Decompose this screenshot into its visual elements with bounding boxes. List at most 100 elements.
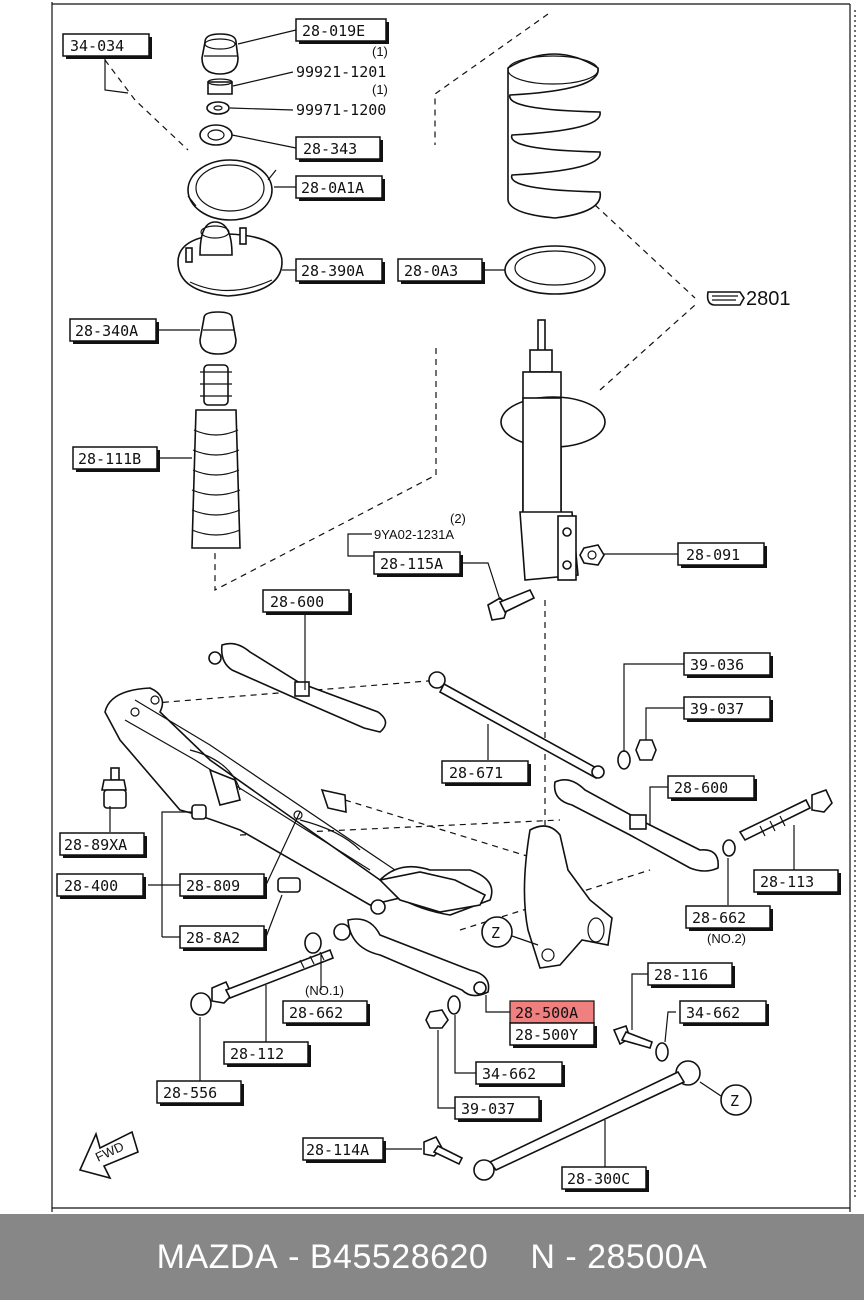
nut-39-037-lower [425, 1009, 449, 1029]
svg-text:28-671: 28-671 [449, 764, 503, 782]
cap-28-556 [190, 992, 212, 1016]
washer-28-662-no1 [304, 932, 322, 954]
label-9YA02-1231A: (2) 9YA02-1231A [374, 511, 466, 542]
label-99921-1201: (1) 99921-1201 [296, 44, 388, 81]
lower-arm-28-500A [333, 918, 490, 997]
footer-bar: MAZDA - B45528620 N - 28500A [0, 1214, 864, 1300]
label-28-400: 28-400 [56, 873, 146, 899]
svg-text:(1): (1) [372, 44, 388, 59]
crossmember [104, 687, 493, 916]
label-34-034: 34-034 [62, 33, 152, 59]
svg-text:34-662: 34-662 [686, 1004, 740, 1022]
svg-text:28-600: 28-600 [674, 779, 728, 797]
svg-text:28-556: 28-556 [163, 1084, 217, 1102]
lateral-link-28-600-lower [553, 779, 719, 872]
washer-34-662-lower [447, 995, 461, 1015]
svg-text:28-091: 28-091 [686, 546, 740, 564]
exploded-parts-diagram: Z Z FWD 34-034 28-019E [51, 2, 856, 1212]
svg-text:28-500A: 28-500A [515, 1004, 578, 1022]
bushing-28-89XA [101, 767, 127, 809]
svg-text:28-340A: 28-340A [75, 322, 138, 340]
svg-text:28-115A: 28-115A [380, 555, 443, 573]
label-28-662-no1: (NO.1) 28-662 [282, 983, 370, 1026]
washer-28-662-no2 [722, 839, 736, 857]
label-28-8A2: 28-8A2 [179, 925, 267, 951]
strut-shock-absorber [500, 319, 606, 581]
svg-text:28-300C: 28-300C [567, 1170, 630, 1188]
svg-text:Z: Z [730, 1092, 739, 1110]
label-28-019E: 28-019E [295, 18, 389, 44]
svg-text:9YA02-1231A: 9YA02-1231A [374, 527, 454, 542]
svg-text:28-111B: 28-111B [78, 450, 141, 468]
lateral-link-28-600-upper [208, 642, 387, 733]
washer-39-036 [617, 750, 631, 770]
label-28-556: 28-556 [156, 1080, 244, 1106]
label-28-116: 28-116 [647, 962, 735, 988]
label-28-809: 28-809 [179, 873, 267, 899]
svg-text:28-8A2: 28-8A2 [186, 929, 240, 947]
label-28-500A-highlighted: 28-500A [509, 1000, 595, 1024]
svg-text:28-114A: 28-114A [306, 1141, 369, 1159]
label-28-343: 28-343 [295, 136, 383, 162]
bolt-28-112 [211, 948, 335, 1004]
svg-text:Z: Z [491, 924, 500, 942]
section-ref-pointer-icon [706, 291, 745, 306]
svg-text:(2): (2) [450, 511, 466, 526]
svg-text:28-0A1A: 28-0A1A [301, 179, 364, 197]
label-28-115A: 28-115A [373, 551, 463, 577]
label-39-037-lower: 39-037 [454, 1096, 542, 1122]
svg-text:28-400: 28-400 [64, 877, 118, 895]
bolt-28-116 [612, 1024, 654, 1049]
svg-text:(NO.2): (NO.2) [707, 931, 746, 946]
footer-catalog-ref: N - 28500A [530, 1237, 708, 1276]
washer-34-662-right [655, 1042, 669, 1062]
label-28-300C: 28-300C [561, 1166, 649, 1192]
footer-brand: MAZDA [156, 1237, 279, 1276]
nut-28-091 [579, 544, 605, 566]
label-28-390A: 28-390A [295, 258, 385, 284]
svg-text:28-0A3: 28-0A3 [404, 262, 458, 280]
stabilizer-rod-28-671 [428, 671, 605, 780]
svg-text:34-034: 34-034 [70, 37, 124, 55]
svg-text:(NO.1): (NO.1) [305, 983, 344, 998]
label-28-113: 28-113 [753, 869, 841, 895]
svg-text:(1): (1) [372, 82, 388, 97]
svg-text:28-112: 28-112 [230, 1045, 284, 1063]
footer-dash: - [278, 1237, 310, 1276]
svg-text:28-662: 28-662 [289, 1004, 343, 1022]
label-28-600-lower: 28-600 [667, 775, 757, 801]
nut-39-037 [635, 739, 657, 761]
label-99971-1200: (1) 99971-1200 [296, 82, 388, 119]
spring-seat [504, 245, 606, 295]
label-28-662-no2: 28-662 (NO.2) [685, 905, 773, 946]
svg-text:28-500Y: 28-500Y [515, 1026, 578, 1044]
svg-text:28-343: 28-343 [303, 140, 357, 158]
label-28-600-upper: 28-600 [262, 589, 352, 615]
bolt-28-115A [487, 588, 536, 621]
label-28-091: 28-091 [677, 542, 767, 568]
rear-knuckle [523, 825, 613, 969]
label-34-662-lower: 34-662 [475, 1061, 565, 1087]
label-28-500Y: 28-500Y [509, 1022, 597, 1048]
label-28-0A1A: 28-0A1A [295, 175, 385, 201]
svg-text:28-116: 28-116 [654, 966, 708, 984]
svg-text:39-037: 39-037 [461, 1100, 515, 1118]
strut-mount-stack [177, 33, 283, 549]
bolt-28-113 [738, 789, 833, 842]
footer-part-number: B45528620 [309, 1237, 489, 1276]
label-28-671: 28-671 [441, 760, 531, 786]
label-39-037-right: 39-037 [683, 696, 773, 722]
svg-text:39-036: 39-036 [690, 656, 744, 674]
svg-text:28-662: 28-662 [692, 909, 746, 927]
svg-text:28-113: 28-113 [760, 873, 814, 891]
label-34-662-right: 34-662 [679, 1000, 769, 1026]
label-28-340A: 28-340A [69, 318, 159, 344]
svg-text:99971-1200: 99971-1200 [296, 101, 386, 119]
svg-text:34-662: 34-662 [482, 1065, 536, 1083]
bolt-28-114A [423, 1135, 464, 1166]
section-ref-label: 2801 [746, 288, 791, 310]
trailing-link-28-300C [473, 1060, 701, 1181]
svg-text:39-037: 39-037 [690, 700, 744, 718]
label-28-111B: 28-111B [72, 446, 160, 472]
label-28-0A3: 28-0A3 [397, 258, 485, 284]
